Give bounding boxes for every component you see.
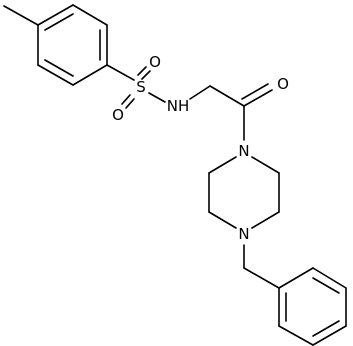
bond-ring2-f (278, 267, 314, 289)
atom-o-top: O (149, 53, 161, 71)
bond-pip-f (251, 156, 280, 174)
atom-n-benzyl: N (238, 225, 249, 243)
atom-o-carbonyl: O (277, 75, 289, 93)
atom-s: S (136, 78, 146, 96)
bond-ch2-ring (243, 267, 280, 289)
benzyl-group (243, 244, 347, 346)
bond-s-nh (148, 92, 166, 103)
bond-ring2-inner-c (312, 277, 340, 294)
bond-ring1-inner-a (44, 13, 74, 31)
bond-s-o-top-1 (137, 66, 147, 76)
amide-linker: NH O (167, 75, 289, 141)
atom-o-bottom: O (112, 106, 124, 124)
bond-nh-ch2 (189, 85, 211, 100)
bond-ring2-e (312, 267, 347, 289)
bond-pip-d (251, 211, 280, 229)
bond-pip-c (208, 211, 237, 229)
bond-ring-to-s (106, 64, 135, 81)
bond-ring2-inner-b (312, 320, 340, 337)
sulfonyl-group: S O O (106, 53, 166, 124)
bond-ring2-b (278, 325, 314, 346)
bond-ring2-c (312, 325, 347, 346)
bond-s-o-bottom-1 (121, 94, 131, 105)
bond-co-1 (243, 89, 273, 107)
bond-ring1-a (37, 4, 74, 26)
piperazine-ring: N N (208, 142, 280, 243)
atom-n-amide: N (238, 142, 249, 160)
bond-s-o-top-2 (141, 70, 151, 80)
tolyl-ring (3, 4, 108, 86)
bond-methyl (3, 5, 39, 26)
bond-co-2 (241, 83, 269, 100)
bond-s-o-bottom-2 (125, 98, 135, 109)
bond-ring1-e (37, 64, 74, 86)
atom-nh: NH (167, 97, 190, 115)
bond-ch2-co (209, 85, 245, 107)
bond-ring1-d (72, 64, 108, 86)
bond-ring1-inner-c (44, 59, 74, 77)
bond-pip-a (208, 156, 237, 174)
bond-ring1-b (72, 4, 108, 26)
